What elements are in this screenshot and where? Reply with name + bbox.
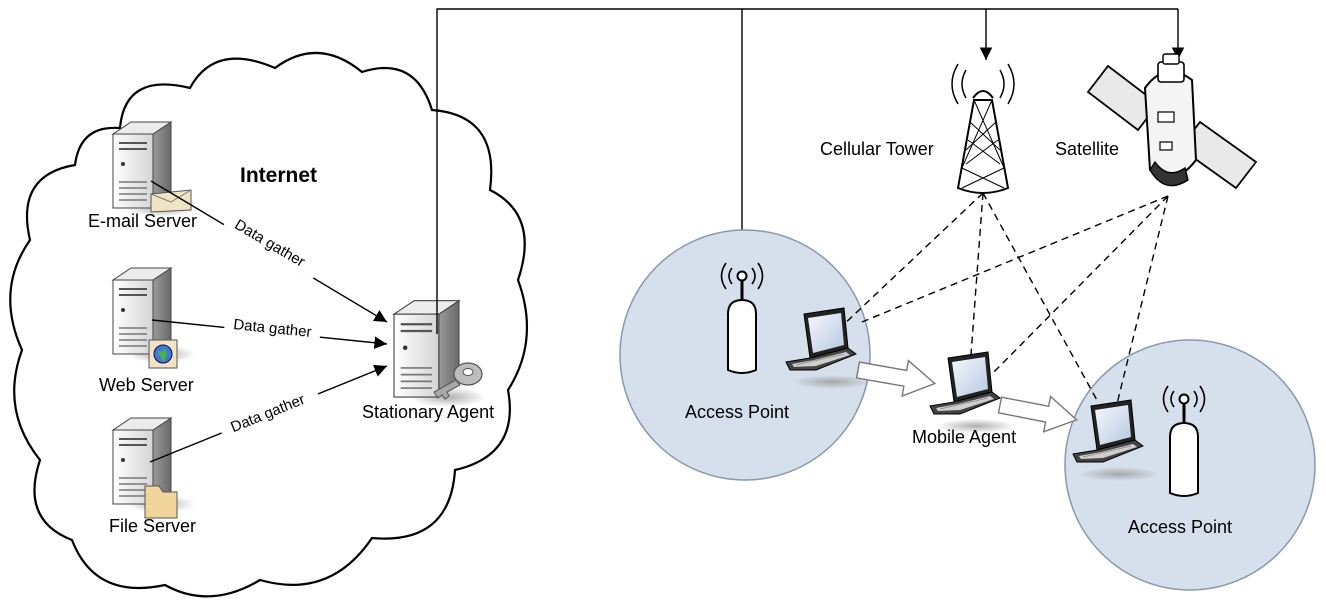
wireless-links — [839, 192, 1169, 413]
key-icon — [433, 362, 483, 400]
cellular-tower-icon — [951, 63, 1015, 194]
satellite-label: Satellite — [1055, 139, 1119, 159]
internet-label: Internet — [240, 164, 317, 187]
web-server-icon — [112, 267, 196, 369]
web-server-label: Web Server — [99, 375, 194, 395]
satellite-icon — [1086, 53, 1258, 190]
file-server-label: File Server — [109, 516, 196, 536]
stationary-agent-label: Stationary Agent — [362, 402, 494, 422]
mobile-agent-label: Mobile Agent — [912, 427, 1016, 447]
email-server-label: E-mail Server — [88, 211, 197, 231]
mobile-agent-icon — [929, 351, 1017, 434]
access-point-left-label: Access Point — [685, 402, 789, 422]
access-point-right-label: Access Point — [1128, 517, 1232, 537]
cellular-tower-label: Cellular Tower — [820, 139, 934, 159]
email-server-icon — [112, 121, 196, 218]
file-server-icon — [112, 417, 196, 519]
